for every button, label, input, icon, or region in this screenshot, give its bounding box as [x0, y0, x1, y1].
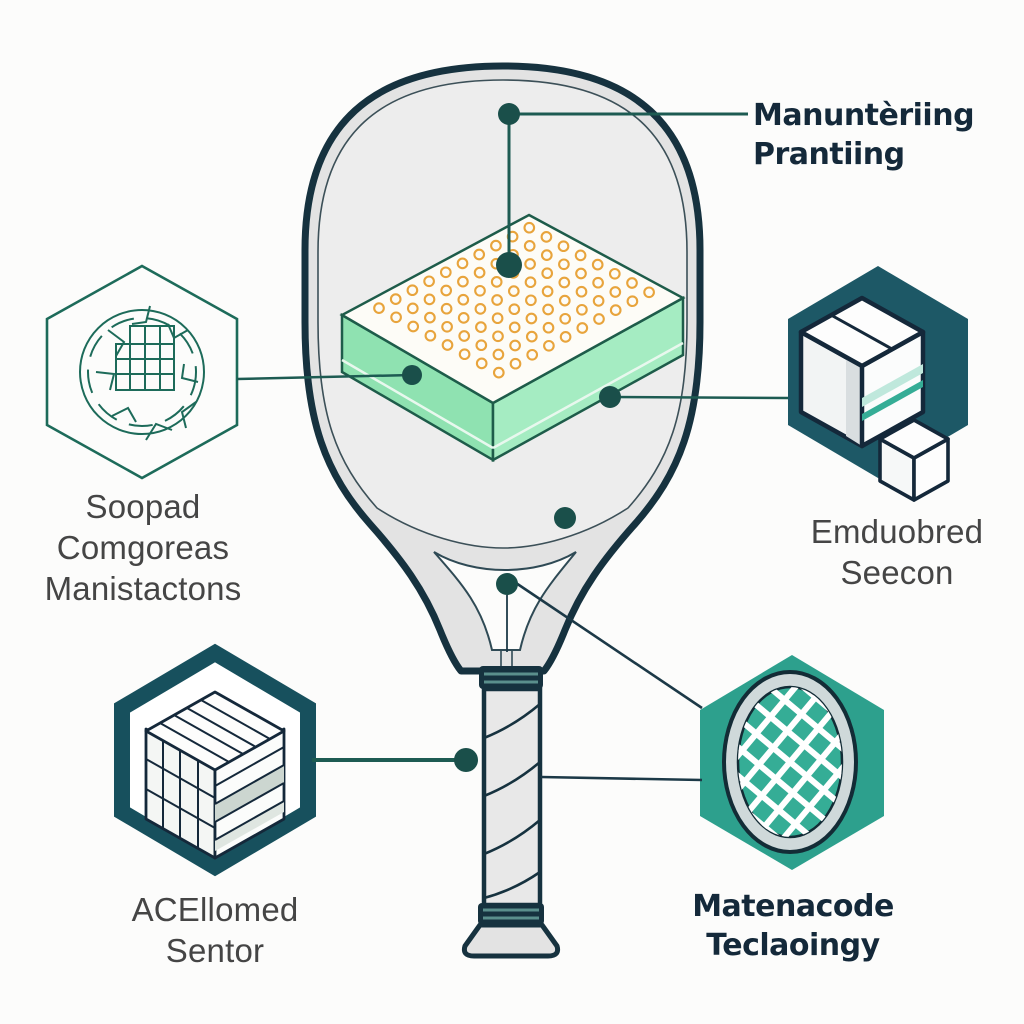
paddle — [301, 62, 704, 959]
label-line: ACEllomed — [131, 891, 299, 928]
layered-core-cube-icon — [144, 690, 286, 860]
panel-layer-seam — [492, 341, 684, 450]
label-mid-right: Emduobred Seecon — [772, 512, 1022, 594]
callout-line-right — [609, 395, 789, 400]
handle-bottom-collar — [478, 903, 544, 925]
label-top-right: Manuntèriing Prantiing — [753, 96, 1013, 174]
callout-dot-face-lower — [554, 507, 576, 529]
callout-dot-panel-top — [496, 252, 522, 278]
callout-dot-top — [498, 103, 520, 125]
panel-honeycomb-dots — [373, 221, 655, 379]
callout-dots — [402, 103, 621, 772]
label-line: Seecon — [840, 553, 954, 591]
callout-line-bottom-right — [540, 775, 703, 782]
callout-dot-handle — [454, 748, 478, 772]
callout-dot-face-right — [599, 386, 621, 408]
mesh-surface-icon — [722, 670, 858, 854]
hexagon-top-left — [45, 264, 239, 480]
grip-wrap-line — [483, 819, 541, 856]
paddle-handle — [461, 666, 561, 959]
honeycomb-panel — [339, 213, 686, 463]
throat-gap — [433, 551, 577, 651]
grip-wrap-line — [483, 870, 541, 900]
label-bottom-right: Matenacode Teclaoingy — [664, 887, 922, 965]
grip-wrap-line — [483, 703, 541, 740]
handle-top-collar — [479, 666, 543, 689]
label-line: Prantiing — [753, 137, 905, 172]
cracked-sphere-grid-icon — [79, 305, 205, 441]
grip-wrap-line — [483, 761, 541, 798]
callout-lines — [236, 112, 789, 782]
label-mid-left: Soopad Comgoreas Manistactons — [13, 487, 273, 610]
label-line: Manistactons — [44, 569, 242, 607]
label-line: Sentor — [165, 931, 265, 969]
callout-line-diagonal — [512, 579, 703, 710]
panel-layer-seam — [341, 358, 494, 450]
label-line: Emduobred — [810, 513, 984, 550]
label-line: Manuntèriing — [753, 98, 975, 133]
hexagon-bottom-right — [700, 655, 884, 870]
label-bottom-left: ACEllomed Sentor — [85, 890, 345, 972]
callout-dot-throat — [496, 573, 518, 595]
label-line: Comgoreas — [56, 528, 230, 566]
hexagon-bottom-left — [114, 643, 316, 877]
isometric-cubes-icon — [798, 295, 950, 502]
panel-top-face — [339, 213, 686, 405]
hexagon-outline — [45, 264, 239, 480]
label-line: Matenacode — [692, 889, 894, 924]
handle-grip — [481, 686, 543, 908]
handle-butt-cap — [461, 922, 561, 959]
label-line: Teclaoingy — [706, 928, 880, 963]
label-line: Soopad — [85, 488, 201, 525]
callout-dot-panel-side — [402, 365, 422, 385]
callout-line-left — [236, 373, 413, 381]
hexagon-mid-right — [788, 266, 968, 502]
